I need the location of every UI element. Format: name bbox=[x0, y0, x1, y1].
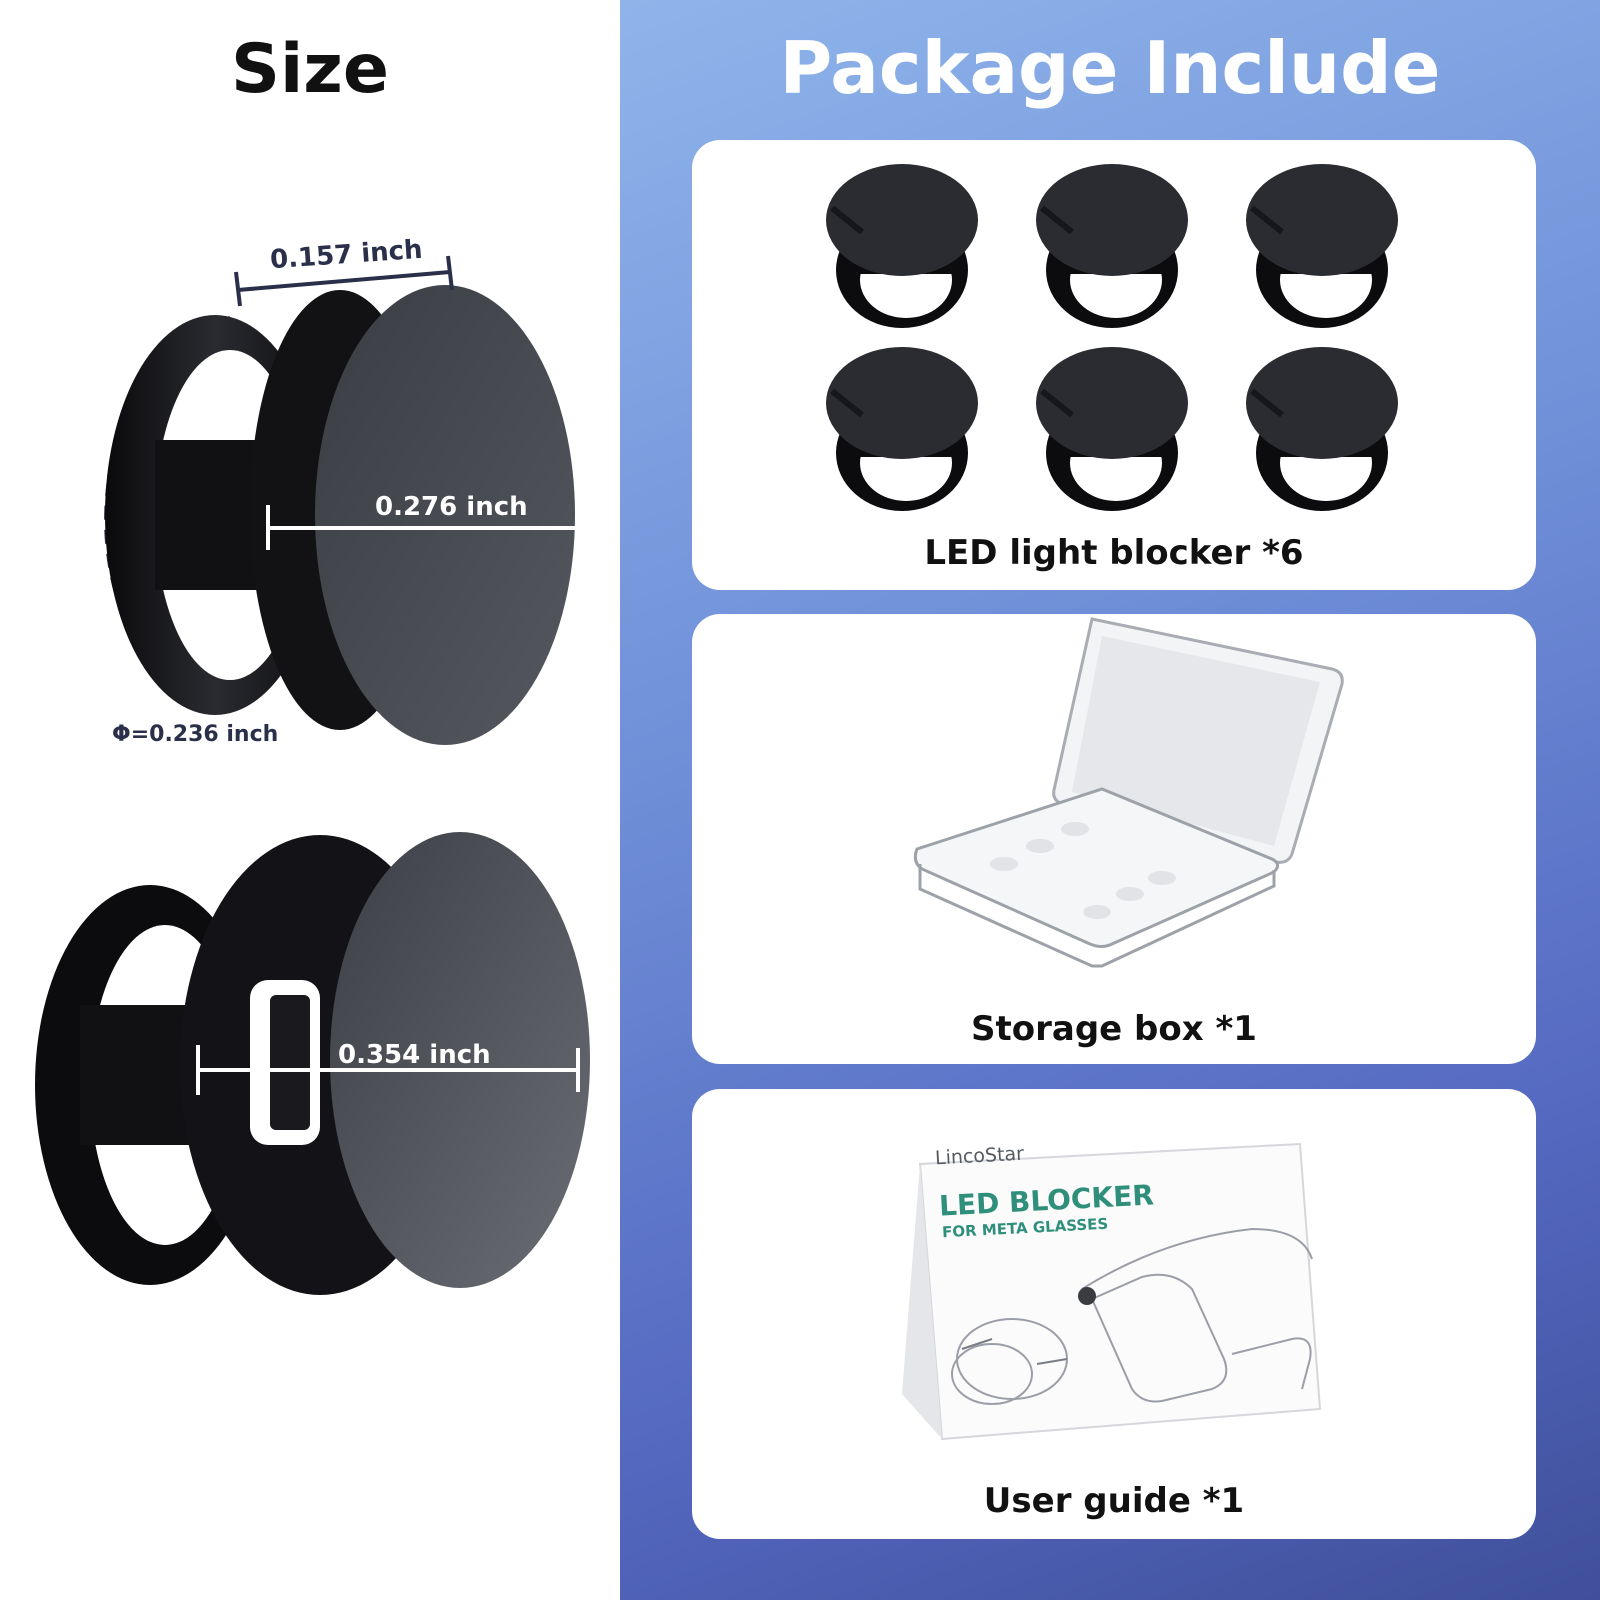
blocker-side-view bbox=[104, 255, 575, 745]
blocker-grid bbox=[692, 155, 1536, 535]
box-base bbox=[913, 787, 1279, 948]
blocker-item bbox=[1036, 347, 1188, 511]
dim-face-label: 0.276 inch bbox=[375, 492, 528, 522]
card-storage-box: Storage box *1 bbox=[692, 614, 1536, 1064]
dim-phi-label: Φ=0.236 inch bbox=[112, 722, 279, 747]
size-panel: Size bbox=[0, 0, 620, 1600]
blocker-item bbox=[1246, 347, 1398, 511]
package-title: Package Include bbox=[779, 26, 1441, 110]
blocker-item bbox=[1246, 164, 1398, 328]
card-label-blockers: LED light blocker *6 bbox=[924, 533, 1304, 573]
user-guide-image bbox=[902, 1142, 1322, 1441]
guide-brand: LincoStar bbox=[934, 1142, 1025, 1170]
blocker-item bbox=[826, 164, 978, 328]
card-blockers: LED light blocker *6 bbox=[692, 140, 1536, 590]
card-label-user-guide: User guide *1 bbox=[983, 1481, 1245, 1521]
blocker-front-view bbox=[35, 832, 590, 1295]
package-panel: Package Include bbox=[620, 0, 1600, 1600]
width-dimension-line bbox=[237, 270, 451, 292]
blocker-face-2 bbox=[330, 832, 590, 1288]
storage-box-image bbox=[913, 617, 1344, 968]
card-user-guide: LincoStar LED BLOCKER FOR META GLASSES U… bbox=[692, 1089, 1536, 1539]
blocker-face bbox=[315, 285, 575, 745]
blocker-item bbox=[1036, 164, 1188, 328]
guide-card bbox=[918, 1142, 1322, 1441]
blocker-item bbox=[826, 347, 978, 511]
card-label-storage-box: Storage box *1 bbox=[971, 1009, 1257, 1049]
dim-outer-label: 0.354 inch bbox=[338, 1040, 491, 1070]
size-title: Size bbox=[231, 30, 389, 109]
